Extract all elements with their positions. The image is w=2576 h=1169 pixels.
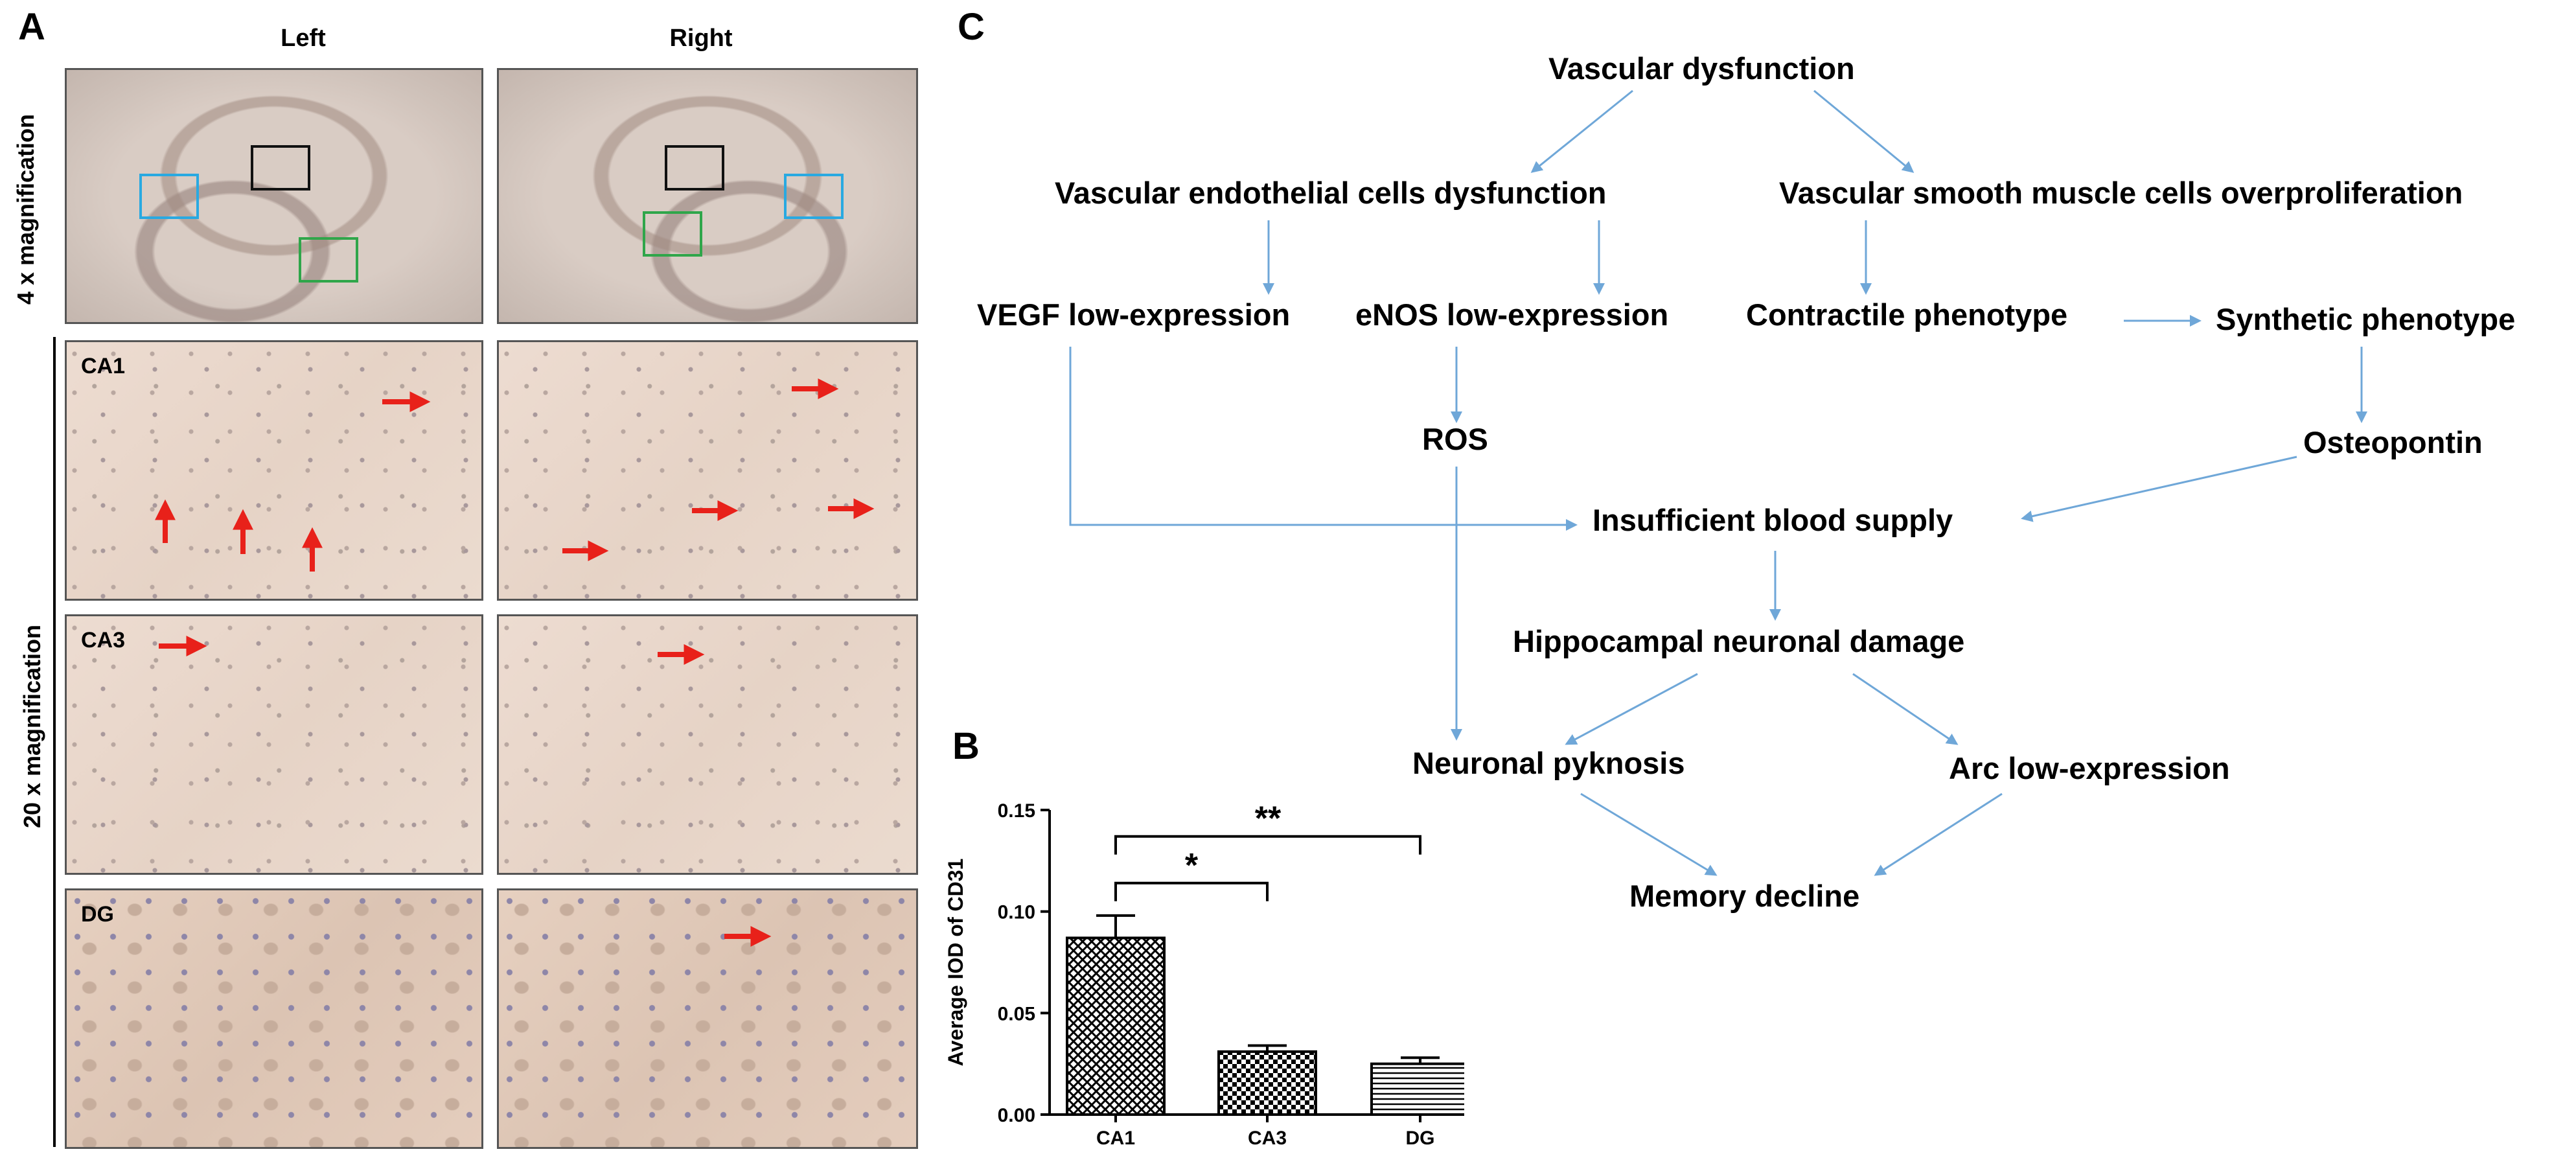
column-label-left: Left xyxy=(281,25,326,52)
significance-label: * xyxy=(1185,847,1199,885)
arrow-damage-to-arc xyxy=(1852,673,1959,745)
node-vegf-low-expression: VEGF low-expression xyxy=(977,297,1291,332)
node-memory-decline: Memory decline xyxy=(1629,879,1860,913)
node-neuronal-pyknosis: Neuronal pyknosis xyxy=(1412,746,1685,780)
x-tick-label: CA1 xyxy=(1096,1128,1135,1149)
micrograph-ca1-right xyxy=(497,340,918,601)
region-label-ca3: CA3 xyxy=(81,628,126,653)
y-axis-title: Average IOD of CD31 xyxy=(944,859,967,1067)
significance-bracket xyxy=(1114,835,1421,855)
arrow-arc-to-memory xyxy=(1874,793,2003,876)
node-hippocampal-neuronal-damage: Hippocampal neuronal damage xyxy=(1513,624,1965,658)
micrograph-dg-right xyxy=(497,888,918,1149)
x-tick-label: DG xyxy=(1406,1128,1435,1149)
panel-b-letter: B xyxy=(952,725,980,767)
node-osteopontin: Osteopontin xyxy=(2303,425,2483,459)
arrow-vd-to-smooth-muscle xyxy=(1813,89,1915,173)
region-box-black xyxy=(251,145,310,191)
micrograph-ca3-left: CA3 xyxy=(65,614,483,875)
node-contractile-phenotype: Contractile phenotype xyxy=(1746,297,2068,332)
node-synthetic-phenotype: Synthetic phenotype xyxy=(2216,302,2516,336)
node-smooth-muscle-overproliferation: Vascular smooth muscle cells overprolife… xyxy=(1779,176,2463,210)
arrow-vegf-to-blood-supply xyxy=(1069,347,1578,531)
red-arrow-overlay xyxy=(155,378,875,947)
y-tick-label: 0.15 xyxy=(998,800,1035,822)
node-enos-low-expression: eNOS low-expression xyxy=(1355,297,1669,332)
row-divider-20x xyxy=(53,337,56,1147)
node-ros: ROS xyxy=(1422,422,1488,456)
panel-a-letter: A xyxy=(18,6,45,48)
arrow-damage-to-pyknosis xyxy=(1565,673,1698,745)
y-tick-label: 0.10 xyxy=(998,902,1035,923)
node-endothelial-dysfunction: Vascular endothelial cells dysfunction xyxy=(1055,176,1607,210)
node-arc-low-expression: Arc low-expression xyxy=(1949,751,2230,785)
significance-bracket xyxy=(1114,881,1269,901)
node-insufficient-blood-supply: Insufficient blood supply xyxy=(1593,503,1953,537)
micrograph-ca1-left: CA1 xyxy=(65,340,483,601)
region-label-dg: DG xyxy=(81,902,114,927)
node-vascular-dysfunction: Vascular dysfunction xyxy=(1548,51,1855,86)
arrow-vd-to-endothelial xyxy=(1530,89,1633,173)
micrograph-ca3-right xyxy=(497,614,918,875)
y-tick-label: 0.00 xyxy=(998,1105,1035,1126)
region-label-ca1: CA1 xyxy=(81,354,126,378)
micrograph-4x-left xyxy=(65,68,483,324)
region-box-blue xyxy=(139,174,199,219)
arrow-osteopontin-to-blood-supply xyxy=(2021,456,2297,522)
micrograph-dg-left: DG xyxy=(65,888,483,1149)
significance-label: ** xyxy=(1255,800,1282,838)
x-tick-label: CA3 xyxy=(1248,1128,1287,1149)
panel-c-letter: C xyxy=(958,6,985,48)
column-label-right: Right xyxy=(669,25,733,52)
arrow-pyknosis-to-memory xyxy=(1580,793,1718,876)
y-tick-label: 0.05 xyxy=(998,1003,1035,1024)
region-box-green xyxy=(299,237,358,283)
